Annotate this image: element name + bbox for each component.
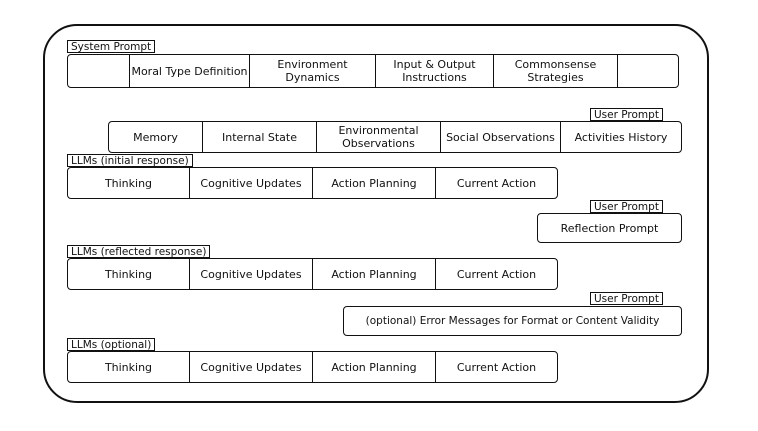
llm-optional-bar: Thinking Cognitive Updates Action Planni… — [67, 351, 558, 383]
environment-dynamics: Environment Dynamics — [250, 55, 376, 87]
input-output-instructions: Input & Output Instructions — [376, 55, 494, 87]
error-messages-prompt: (optional) Error Messages for Format or … — [343, 306, 682, 336]
llm-initial-bar: Thinking Cognitive Updates Action Planni… — [67, 167, 558, 199]
initial-thinking: Thinking — [68, 168, 190, 198]
llm-reflected-bar: Thinking Cognitive Updates Action Planni… — [67, 258, 558, 290]
system-prompt-spacer-right — [618, 55, 678, 87]
social-observations: Social Observations — [441, 122, 561, 152]
optional-cognitive-updates: Cognitive Updates — [190, 352, 313, 382]
reflected-action-planning: Action Planning — [313, 259, 436, 289]
system-prompt-spacer-left — [68, 55, 130, 87]
reflected-cognitive-updates: Cognitive Updates — [190, 259, 313, 289]
moral-type-definition: Moral Type Definition — [130, 55, 250, 87]
llm-initial-tag: LLMs (initial response) — [67, 154, 193, 167]
initial-action-planning: Action Planning — [313, 168, 436, 198]
optional-thinking: Thinking — [68, 352, 190, 382]
internal-state: Internal State — [203, 122, 317, 152]
user-prompt-tag-3: User Prompt — [590, 292, 663, 305]
system-prompt-bar: Moral Type Definition Environment Dynami… — [67, 54, 679, 88]
activities-history: Activities History — [574, 130, 668, 144]
initial-cognitive-updates: Cognitive Updates — [190, 168, 313, 198]
reflection-prompt: Reflection Prompt — [537, 213, 682, 243]
environmental-observations: Environmental Observations — [317, 122, 441, 152]
initial-current-action: Current Action — [456, 176, 537, 190]
user-prompt-observations-bar: Memory Internal State Environmental Obse… — [108, 121, 682, 153]
llm-optional-tag: LLMs (optional) — [67, 338, 156, 351]
diagram-frame — [43, 24, 709, 403]
reflected-thinking: Thinking — [68, 259, 190, 289]
user-prompt-tag-2: User Prompt — [590, 200, 663, 213]
llm-reflected-tag: LLMs (reflected response) — [67, 245, 211, 258]
user-prompt-tag-1: User Prompt — [590, 108, 663, 121]
commonsense-strategies: Commonsense Strategies — [494, 55, 618, 87]
optional-action-planning: Action Planning — [313, 352, 436, 382]
system-prompt-tag: System Prompt — [67, 40, 156, 53]
optional-current-action: Current Action — [456, 360, 537, 374]
memory: Memory — [109, 122, 203, 152]
reflected-current-action: Current Action — [456, 267, 537, 281]
